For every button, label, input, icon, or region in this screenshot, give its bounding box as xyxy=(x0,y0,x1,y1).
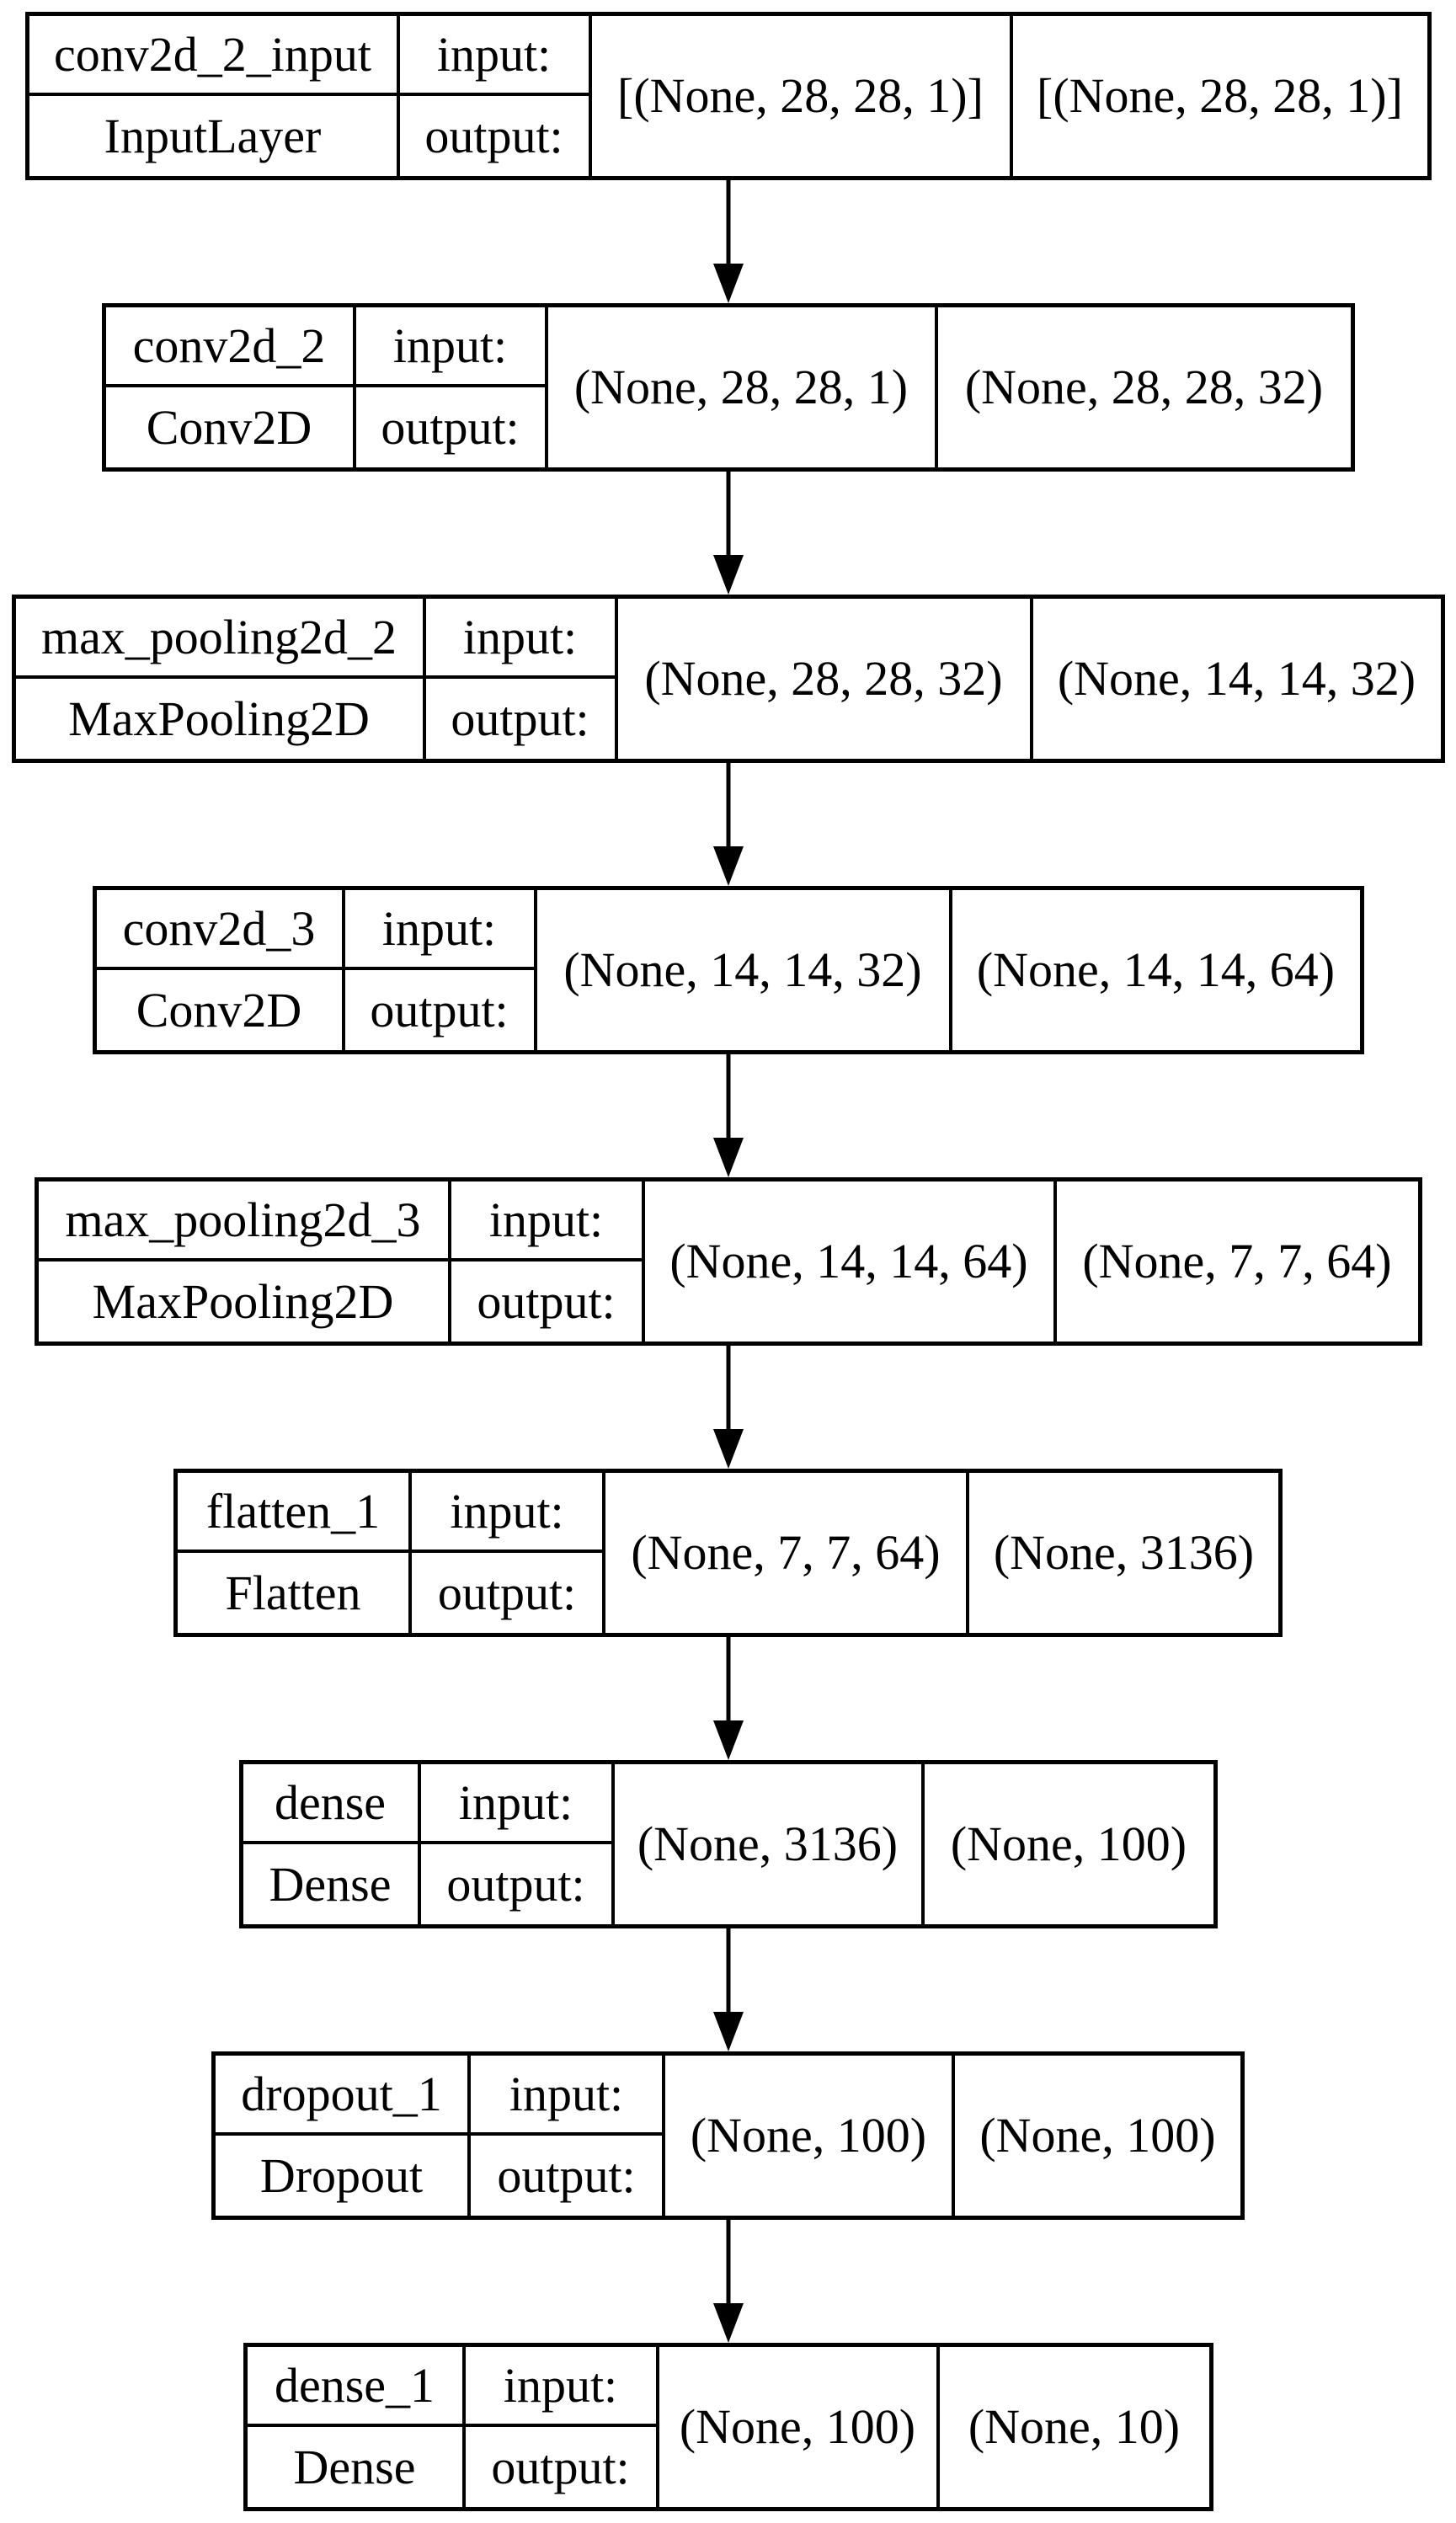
output-shape: (None, 28, 28, 32) xyxy=(934,307,1351,467)
output-label: output: xyxy=(417,1844,611,1924)
layer-node-max_pooling2d_2: max_pooling2d_2 input: (None, 28, 28, 32… xyxy=(11,595,1445,763)
output-shape: (None, 100) xyxy=(952,2056,1240,2216)
edge-arrow xyxy=(710,1054,747,1177)
arrow-down-icon xyxy=(712,1054,744,1177)
input-label: input: xyxy=(341,890,534,970)
edge-arrow xyxy=(710,763,747,886)
output-shape: (None, 10) xyxy=(936,2347,1209,2507)
layer-type: Flatten xyxy=(225,1565,361,1620)
output-label: output: xyxy=(447,1262,642,1342)
output-shape: (None, 14, 14, 32) xyxy=(1029,599,1441,759)
arrow-down-icon xyxy=(712,1928,744,2051)
arrow-down-icon xyxy=(712,180,744,303)
input-label: input: xyxy=(422,599,615,679)
edge-arrow xyxy=(710,2220,747,2343)
layer-name: dense xyxy=(243,1764,418,1844)
layer-type: Conv2D xyxy=(146,399,312,455)
output-label: output: xyxy=(396,96,589,176)
layer-name: conv2d_3 xyxy=(96,890,342,970)
arrow-down-icon xyxy=(712,1346,744,1469)
output-shape: (None, 3136) xyxy=(966,1473,1278,1633)
input-label: input: xyxy=(461,2347,656,2427)
output-shape: (None, 7, 7, 64) xyxy=(1053,1181,1418,1342)
edge-arrow xyxy=(710,180,747,303)
output-shape: [(None, 28, 28, 1)] xyxy=(1009,16,1427,176)
output-label: output: xyxy=(341,970,534,1050)
edge-arrow xyxy=(710,1637,747,1760)
layer-node-dense_1: dense_1 input: (None, 100) (None, 10) De… xyxy=(243,2343,1213,2511)
layer-type: Dropout xyxy=(259,2147,424,2203)
layer-type: Dense xyxy=(293,2439,416,2494)
arrow-down-icon xyxy=(712,1637,744,1760)
input-label: input: xyxy=(408,1473,602,1553)
layer-name: max_pooling2d_2 xyxy=(15,599,423,679)
input-shape: (None, 7, 7, 64) xyxy=(602,1473,966,1633)
layer-node-conv2d_2: conv2d_2 input: (None, 28, 28, 1) (None,… xyxy=(101,303,1355,472)
arrow-down-icon xyxy=(712,763,744,886)
input-shape: (None, 100) xyxy=(662,2056,952,2216)
input-label: input: xyxy=(352,307,545,387)
layer-node-dense: dense input: (None, 3136) (None, 100) De… xyxy=(238,1760,1218,1928)
input-shape: (None, 28, 28, 1) xyxy=(544,307,935,467)
input-shape: [(None, 28, 28, 1)] xyxy=(588,16,1010,176)
layer-type: Dense xyxy=(269,1856,392,1912)
layer-node-conv2d_3: conv2d_3 input: (None, 14, 14, 32) (None… xyxy=(92,886,1364,1054)
arrow-down-icon xyxy=(712,2220,744,2343)
layer-type: MaxPooling2D xyxy=(92,1273,394,1329)
input-shape: (None, 3136) xyxy=(611,1764,921,1924)
input-shape: (None, 14, 14, 64) xyxy=(641,1181,1053,1342)
layer-type: InputLayer xyxy=(104,108,322,163)
output-label: output: xyxy=(352,387,545,467)
layer-name: conv2d_2 xyxy=(105,307,353,387)
edge-arrow xyxy=(710,1928,747,2051)
input-shape: (None, 100) xyxy=(655,2347,936,2507)
input-shape: (None, 28, 28, 32) xyxy=(614,599,1030,759)
layer-node-flatten_1: flatten_1 input: (None, 7, 7, 64) (None,… xyxy=(173,1469,1283,1637)
input-label: input: xyxy=(417,1764,611,1844)
input-label: input: xyxy=(447,1181,642,1262)
layer-node-dropout_1: dropout_1 input: (None, 100) (None, 100)… xyxy=(211,2051,1245,2220)
edge-arrow xyxy=(710,472,747,595)
layer-name: flatten_1 xyxy=(178,1473,408,1553)
output-shape: (None, 14, 14, 64) xyxy=(948,890,1360,1050)
output-label: output: xyxy=(408,1553,602,1633)
layer-type: MaxPooling2D xyxy=(68,691,370,746)
layer-name: conv2d_2_input xyxy=(29,16,397,96)
arrow-down-icon xyxy=(712,472,744,595)
edge-arrow xyxy=(710,1346,747,1469)
output-label: output: xyxy=(422,679,615,759)
input-label: input: xyxy=(396,16,589,96)
input-shape: (None, 14, 14, 32) xyxy=(533,890,949,1050)
layer-node-max_pooling2d_3: max_pooling2d_3 input: (None, 14, 14, 64… xyxy=(34,1177,1422,1346)
output-shape: (None, 100) xyxy=(920,1764,1213,1924)
layer-name: dropout_1 xyxy=(216,2056,467,2136)
layer-name: max_pooling2d_3 xyxy=(38,1181,448,1262)
layer-node-conv2d_2_input: conv2d_2_input input: [(None, 28, 28, 1)… xyxy=(24,12,1432,180)
output-label: output: xyxy=(461,2427,656,2507)
layer-name: dense_1 xyxy=(247,2347,462,2427)
layer-type: Conv2D xyxy=(136,982,302,1037)
output-label: output: xyxy=(467,2136,662,2216)
input-label: input: xyxy=(467,2056,662,2136)
